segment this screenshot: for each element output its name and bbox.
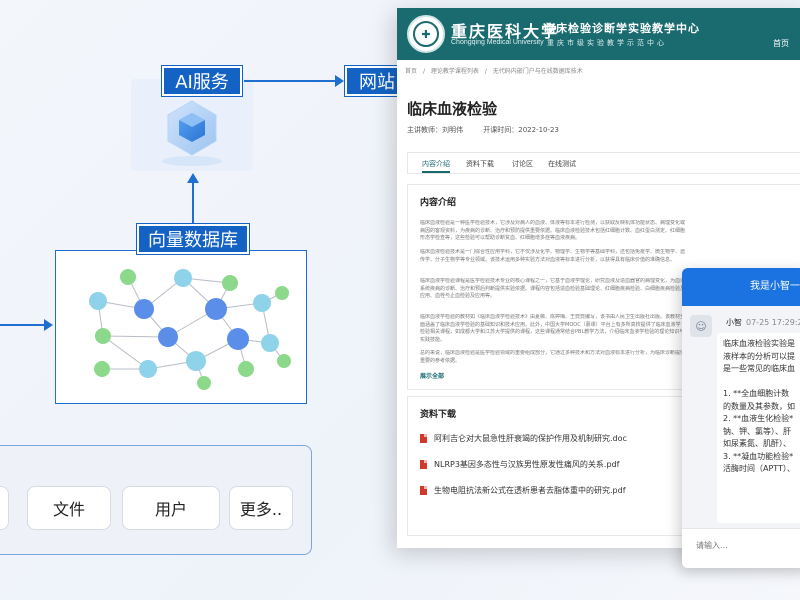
chat-body: ☺ 小智 07-25 17:29:2 临床血液检验实验是 液样本的分析可以提 是一… [682, 306, 800, 528]
file-icon [420, 486, 427, 495]
arrow-into-graph [0, 324, 45, 326]
arrow-head-right [335, 75, 344, 87]
breadcrumb-home[interactable]: 首页 [405, 68, 418, 75]
nav-home-link[interactable]: 首页 [773, 39, 789, 48]
intro-paragraph: 总的来说，临床血液检验是医学检验领域的重要组成部分，它通过多种技术和方法对血液标… [420, 350, 685, 364]
breadcrumb-sep: / [422, 68, 425, 75]
tab-discussion[interactable]: 讨论区 [512, 160, 533, 168]
chat-line: 的数量及其参数，如 [723, 401, 795, 411]
chat-line: 如尿素氮、肌酐）、 [723, 439, 791, 448]
university-name-en: Chongqing Medical University [451, 39, 544, 46]
intro-paragraph: 临床血液学检验课程是医学检验技术专业的核心课程之一，它基于血液学理论，研究血液及… [420, 278, 685, 300]
chat-message-bubble: 临床血液检验实验是 液样本的分析可以提 是一些常见的临床血 1. **全血细胞计… [717, 333, 800, 523]
file-name: 生物电阻抗法新公式在透析患者去脂体重中的研究.pdf [434, 486, 626, 495]
course-meta: 主讲教师：刘明伟 开课时间：2022-10-23 [407, 125, 577, 135]
chat-header: 我是小智一 [682, 268, 800, 306]
tool-more[interactable]: 更多.. [229, 486, 293, 530]
intro-paragraph: 临床血液学检验的教材如《临床血液学检验技术》由夏薇、陈婷梅、王霓霓编写，该书由人… [420, 314, 685, 343]
breadcrumb-current: 无代码内嵌门户与在线数据库技术 [492, 68, 583, 75]
arrow-head-right-2 [44, 319, 53, 331]
file-name: NLRP3基因多态性与汉族男性原发性痛风的关系.pdf [434, 460, 620, 469]
arrow-db-to-ai [192, 182, 194, 224]
course-open-time: 开课时间：2022-10-23 [483, 126, 559, 134]
ai-service-cube-icon [162, 100, 222, 166]
course-teacher: 主讲教师：刘明伟 [407, 126, 463, 134]
tab-downloads[interactable]: 资料下载 [466, 160, 494, 168]
ai-service-label: AI服务 [162, 66, 242, 96]
center-name: 临床检验诊断学实验教学中心 [544, 22, 700, 35]
file-item[interactable]: NLRP3基因多态性与汉族男性原发性痛风的关系.pdf [420, 459, 619, 470]
chat-sender: 小智 07-25 17:29:2 [726, 317, 800, 328]
tab-intro[interactable]: 内容介绍 [422, 160, 450, 173]
show-all-link[interactable]: 展示全部 [420, 373, 445, 380]
chat-line: 活酶时间（APTT）、 [723, 464, 795, 473]
downloads-title: 资料下载 [420, 410, 457, 420]
chat-line: 钠、钾、氯等）、肝 [723, 426, 791, 436]
chat-line [723, 376, 800, 389]
breadcrumb-sep: / [484, 68, 487, 75]
file-item[interactable]: 生物电阻抗法新公式在透析患者去脂体重中的研究.pdf [420, 485, 626, 496]
arrow-head-up [187, 173, 199, 183]
arrow-ai-to-site [244, 80, 336, 82]
university-seal-icon: ✚ [413, 21, 439, 47]
tool-user[interactable]: 用户 [122, 486, 220, 530]
file-item[interactable]: 阿利吉仑对大鼠急性肝衰竭的保护作用及机制研究.doc [420, 433, 627, 444]
breadcrumb: 首页 / 理论教学课程列表 / 无代码内嵌门户与在线数据库技术 [405, 66, 587, 75]
vector-network-graph [89, 269, 291, 390]
vector-db-label: 向量数据库 [137, 224, 249, 254]
tab-online-test[interactable]: 在线测试 [548, 160, 576, 168]
chat-line: 1. **全血细胞计数 [723, 389, 790, 398]
chat-input[interactable] [696, 541, 796, 550]
bot-avatar-icon: ☺ [690, 315, 712, 337]
intro-title: 内容介绍 [420, 198, 457, 208]
chat-line: 2. **血液生化检验* [723, 414, 794, 423]
course-tabs: 内容介绍 资料下载 讨论区 在线测试 [407, 152, 800, 174]
chat-sender-name: 小智 [726, 318, 742, 327]
center-subtitle: 重庆市级实验教学示范中心 [547, 39, 667, 47]
breadcrumb-course-list[interactable]: 理论教学课程列表 [430, 68, 479, 75]
chat-line: 临床血液检验实验是 [723, 339, 795, 348]
intro-paragraph: 临床血液检验技术是一门综合性应用学科，它不仅涉及化学、物理学、生物学等基础学科，… [420, 249, 685, 263]
university-name: 重庆医科大学 [451, 22, 560, 41]
intro-paragraph: 临床血液检验是一种医学检验技术，它涉及对病人的血液、体液等标本进行检测，以获取反… [420, 220, 685, 242]
tools-panel: 文件 用户 更多.. [0, 445, 312, 555]
chat-line: 液样本的分析可以提 [723, 351, 795, 361]
file-icon [420, 434, 427, 443]
course-title: 临床血液检验 [407, 100, 498, 118]
chat-input-area [682, 528, 800, 568]
tool-partial[interactable] [0, 486, 9, 530]
tool-file[interactable]: 文件 [27, 486, 111, 530]
chat-line: 3. **凝血功能检验* [723, 451, 794, 461]
university-logo: ✚ [407, 15, 445, 53]
vector-graph-box [55, 250, 307, 404]
file-name: 阿利吉仑对大鼠急性肝衰竭的保护作用及机制研究.doc [434, 434, 627, 443]
chat-timestamp: 07-25 17:29:2 [746, 318, 800, 327]
chat-widget: 我是小智一 ☺ 小智 07-25 17:29:2 临床血液检验实验是 液样本的分析… [682, 268, 800, 568]
site-header: ✚ 重庆医科大学 Chongqing Medical University 临床… [397, 8, 800, 60]
file-icon [420, 460, 427, 469]
chat-line: 是一些常见的临床血 [723, 364, 795, 373]
